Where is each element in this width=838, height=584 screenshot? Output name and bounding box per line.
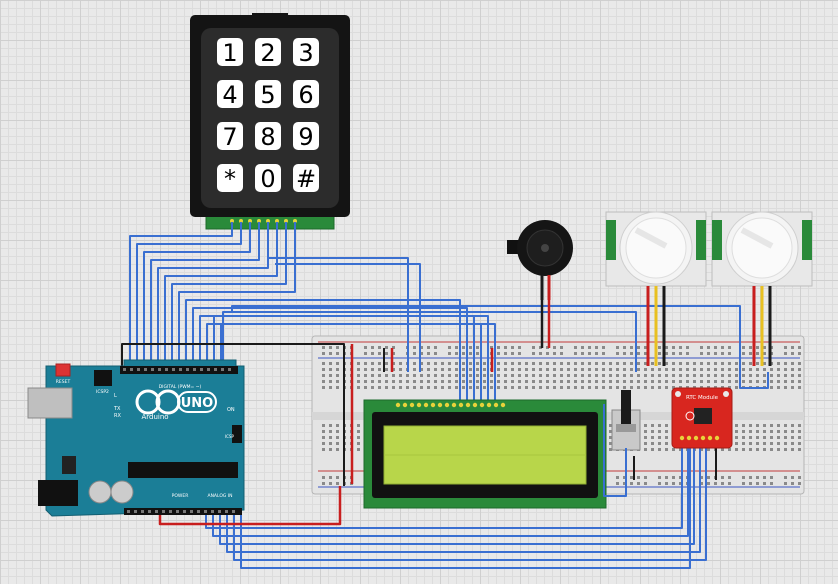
wire [164,222,278,370]
analog-label: ANALOG IN [207,493,232,499]
keypad-key-label: * [224,165,236,193]
wire [231,305,769,389]
keypad-key-label: 1 [222,39,237,67]
wire [157,222,269,370]
wire [158,486,342,526]
on-label: ON [227,407,235,413]
wire [136,222,242,370]
keypad-key[interactable]: 2 [255,38,281,67]
keypad-key[interactable]: 6 [293,80,319,109]
uno-logo: UNO [181,396,214,411]
keypad-key[interactable]: * [217,164,243,193]
wire [121,343,345,486]
keypad-key-label: 9 [298,123,313,151]
wire [233,440,707,561]
digital-label: DIGITAL (PWM= ~) [159,384,202,390]
keypad-key-label: 0 [260,165,275,193]
keypad-key[interactable]: 0 [255,164,281,193]
wire [222,311,637,372]
wire [275,263,421,372]
l-label: L [114,393,117,399]
keypad-key-label: 2 [260,39,275,67]
keypad-key[interactable]: 4 [217,80,243,109]
wire [226,440,701,553]
keypad-key-label: 6 [298,81,313,109]
keypad-key-label: 4 [222,81,237,109]
pir-sensor-1[interactable] [605,211,707,287]
keypad-key[interactable]: 3 [293,38,319,67]
lcd-display[interactable] [363,399,607,509]
keypad-key-label: 7 [222,123,237,151]
keypad-key[interactable]: 1 [217,38,243,67]
keypad-key[interactable]: # [293,164,319,193]
keypad-key-label: 3 [298,39,313,67]
rtc-module[interactable]: RTC Module [671,387,733,449]
wire [185,299,461,404]
icsp-label: ICSP [225,434,235,439]
wires [121,222,769,569]
power-label: POWER [172,493,189,499]
wire [129,222,233,370]
arduino-brand: Arduino [141,413,168,421]
wire [219,440,695,545]
wire [171,222,287,370]
rx-label: RX [114,413,121,419]
keypad-key-label: # [296,165,316,193]
wire [205,440,683,529]
buzzer[interactable] [507,220,573,300]
wires-front [603,286,772,497]
keypad-key-label: 5 [260,81,275,109]
wire [240,440,691,569]
wire [603,404,627,497]
keypad-key[interactable]: 8 [255,122,281,151]
keypad-key-label: 8 [260,123,275,151]
wire [143,222,251,370]
arduino-uno[interactable]: RESET ICSP2 DIGITAL (PWM= ~) UNO Arduino… [27,359,245,517]
tx-label: TX [113,406,121,412]
wire [220,323,496,404]
keypad-key[interactable]: 5 [255,80,281,109]
icsp2-label: ICSP2 [96,389,109,395]
wire [192,307,468,404]
keypad-key[interactable]: 9 [293,122,319,151]
pir-sensor-2[interactable] [711,211,813,287]
wire [268,257,409,372]
rtc-title: RTC Module [686,395,719,401]
reset-label: RESET [56,379,71,385]
keypad-key[interactable]: 7 [217,122,243,151]
wire [150,222,260,370]
potentiometer[interactable] [611,390,641,451]
